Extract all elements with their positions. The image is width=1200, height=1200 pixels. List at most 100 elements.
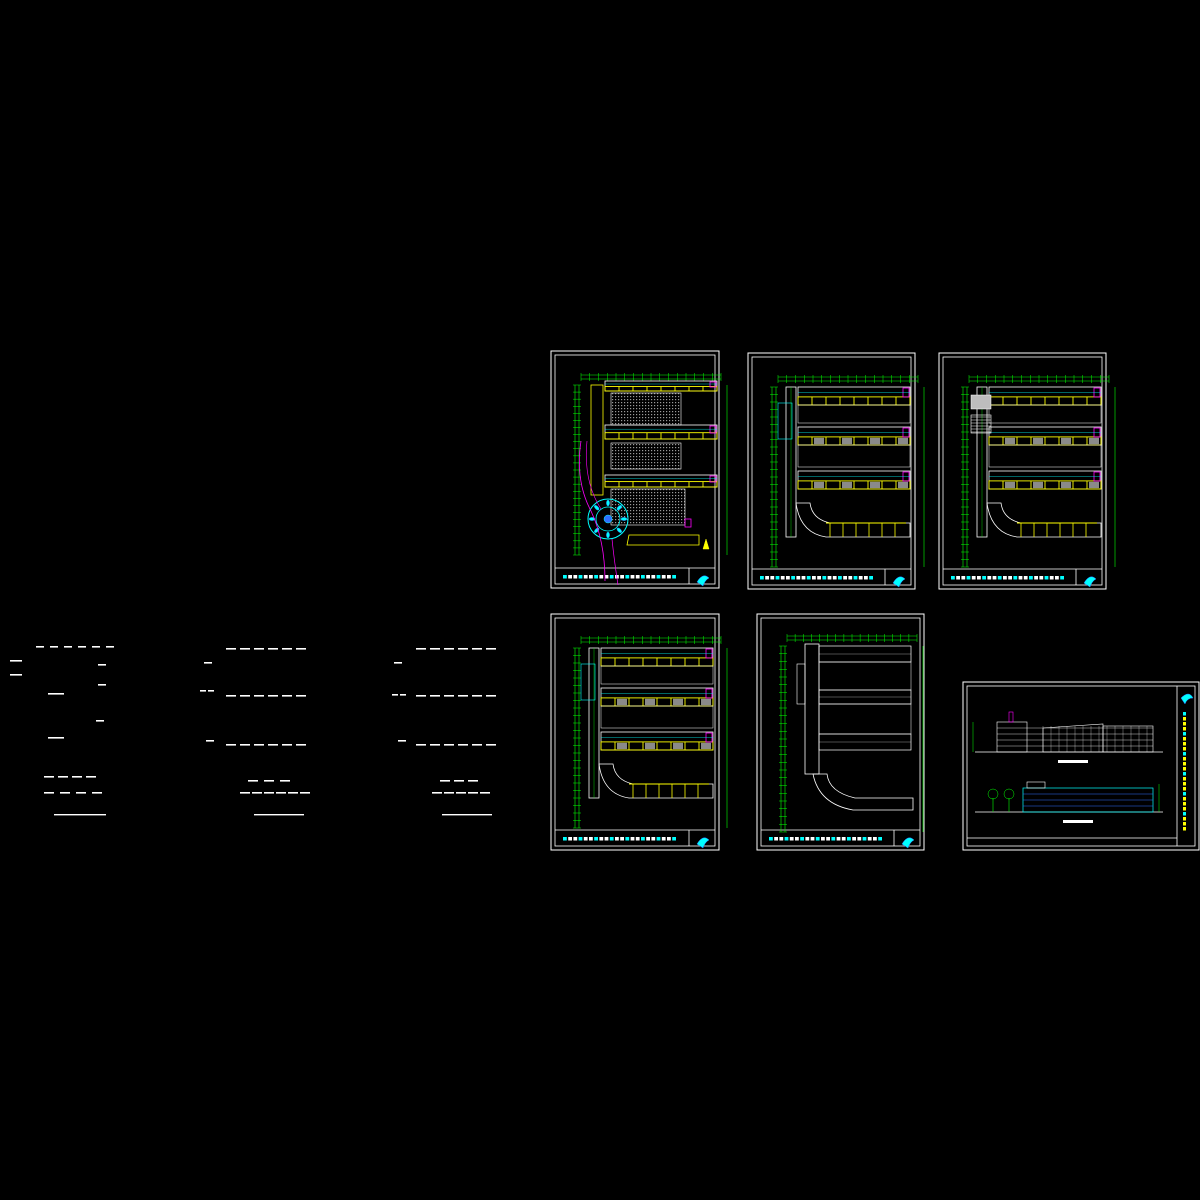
schedule-text-mark — [208, 690, 214, 692]
stair-core-magenta — [709, 475, 717, 483]
title-glyph — [791, 576, 795, 580]
schedule-text-mark — [472, 744, 482, 746]
fountain-outer-ring — [587, 498, 629, 540]
sheet-floor-plan-4[interactable] — [550, 613, 728, 851]
room-fill-grey — [1061, 437, 1071, 445]
schedule-text-mark — [92, 792, 102, 794]
schedule-text-mark — [394, 662, 402, 664]
elev-block-right — [1102, 725, 1154, 753]
schedule-text-mark — [400, 694, 406, 696]
title-glyph — [997, 576, 1002, 580]
title-glyph — [810, 837, 815, 841]
schedule-text-mark — [268, 648, 278, 650]
schedule-text-mark — [282, 695, 292, 697]
road-curve — [579, 440, 606, 582]
schedule-text-mark — [48, 737, 64, 739]
title-glyph — [1183, 827, 1186, 831]
title-glyph — [1183, 757, 1186, 761]
schedule-text-mark — [226, 695, 236, 697]
sheet-elevations[interactable] — [962, 681, 1200, 851]
schedule-text-mark — [86, 776, 96, 778]
schedule-text-mark — [486, 695, 496, 697]
elev-caption — [1063, 820, 1093, 823]
wing-upper-band — [797, 404, 911, 424]
schedule-text-mark — [240, 792, 250, 794]
lobby-block — [777, 402, 793, 440]
title-glyph — [1183, 727, 1186, 731]
schedule-text-mark — [444, 744, 454, 746]
title-glyph — [765, 576, 769, 580]
title-glyph — [827, 576, 832, 580]
schedule-text-mark — [296, 648, 306, 650]
title-glyph — [987, 576, 992, 580]
title-glyph — [853, 576, 858, 580]
schedule-text-mark — [248, 780, 258, 782]
title-glyph — [1183, 817, 1186, 821]
title-glyph — [1183, 772, 1186, 776]
room-fill-grey — [673, 698, 683, 706]
schedule-text-mark — [48, 693, 64, 695]
schedule-text-mark — [78, 646, 86, 648]
title-glyph — [604, 837, 609, 841]
north-arrow-icon — [702, 538, 710, 550]
title-glyph — [589, 837, 593, 841]
room-fill-grey — [842, 481, 852, 489]
schedule-text-mark — [430, 648, 440, 650]
room-fill-grey — [701, 742, 711, 750]
sheet-site-plan[interactable] — [550, 350, 728, 589]
courtyard-hatch — [610, 392, 682, 426]
fountain-petal — [606, 499, 610, 507]
schedule-text-mark — [252, 792, 262, 794]
title-glyph — [832, 576, 837, 580]
title-glyph — [1183, 787, 1186, 791]
schedule-text-mark — [430, 744, 440, 746]
schedule-underline — [54, 814, 106, 816]
sheet-inner-border — [554, 617, 716, 847]
curved-wing — [795, 502, 911, 538]
title-glyph — [770, 576, 775, 580]
schedule-text-mark — [16, 674, 22, 676]
title-glyph — [822, 576, 827, 580]
title-glyph — [1183, 792, 1186, 796]
schedule-text-mark — [44, 776, 54, 778]
title-glyph — [646, 837, 650, 841]
dolphin-logo-icon — [1083, 576, 1097, 588]
dolphin-logo-icon — [901, 837, 915, 849]
title-glyph — [635, 837, 640, 841]
sheet-inner-border — [751, 356, 912, 586]
sheet-floor-plan-2[interactable] — [747, 352, 925, 590]
fountain-petal — [616, 505, 622, 511]
schedule-text-mark — [480, 792, 490, 794]
schedule-text-mark — [240, 744, 250, 746]
title-glyph — [672, 575, 676, 579]
schedule-text-mark — [444, 792, 454, 794]
title-glyph — [848, 576, 853, 580]
title-glyph — [568, 575, 572, 579]
title-glyph — [1183, 822, 1186, 826]
schedule-text-mark — [268, 744, 278, 746]
title-glyph — [1183, 762, 1186, 766]
sheet-roof-plan[interactable] — [756, 613, 925, 851]
wing-mid-band — [797, 444, 911, 468]
title-glyph — [630, 837, 635, 841]
title-glyph — [786, 576, 790, 580]
schedule-text-mark — [226, 648, 236, 650]
title-glyph — [806, 576, 811, 580]
title-glyph — [635, 575, 640, 579]
elev-caption — [1058, 760, 1088, 763]
schedule-text-mark — [288, 792, 298, 794]
title-glyph — [1183, 722, 1186, 726]
title-glyph — [992, 576, 997, 580]
wing-mid-band — [988, 444, 1102, 468]
title-glyph — [821, 837, 825, 841]
schedule-text-mark — [200, 690, 206, 692]
title-glyph — [812, 576, 816, 580]
title-glyph — [1018, 576, 1023, 580]
sheet-floor-plan-3[interactable] — [938, 352, 1116, 590]
title-glyph — [615, 837, 619, 841]
title-glyph — [774, 837, 778, 841]
title-glyph — [661, 575, 666, 579]
schedule-text-mark — [10, 660, 16, 662]
title-glyph — [789, 837, 794, 841]
